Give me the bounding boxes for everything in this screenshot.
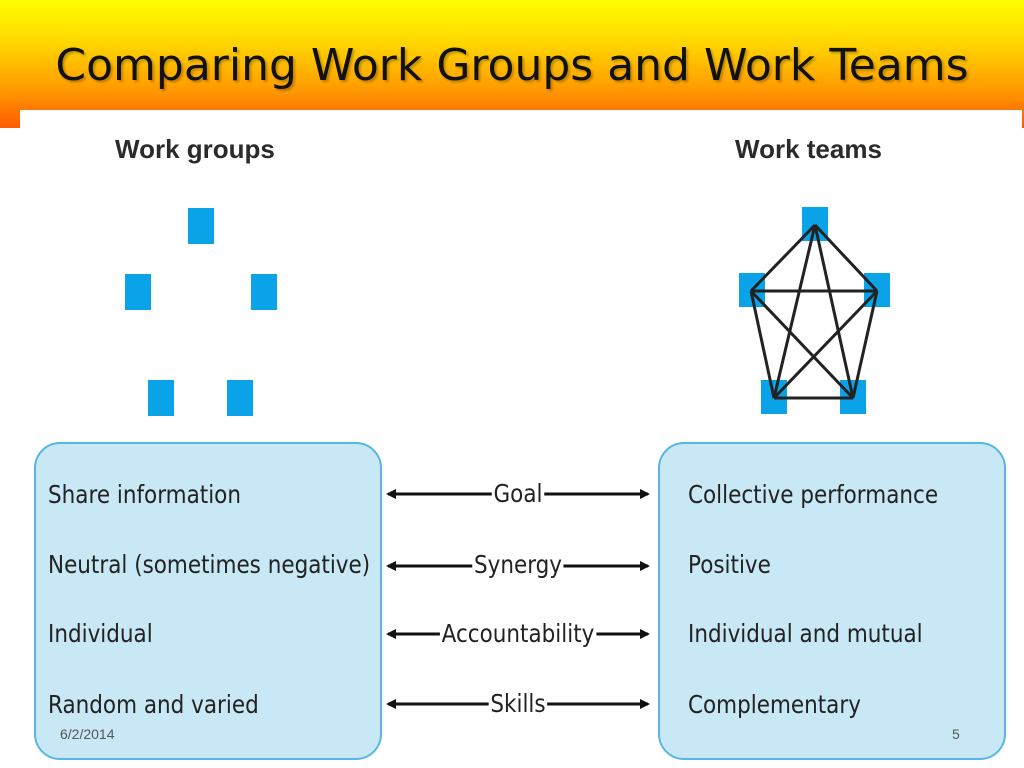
work-groups-characteristics-box	[34, 442, 382, 760]
slide-page-number: 5	[952, 726, 960, 742]
group-member-node	[227, 380, 253, 416]
work-teams-skills: Complementary	[688, 690, 861, 719]
slide-date: 6/2/2014	[60, 726, 115, 742]
dimension-label-accountability: Accountability	[439, 619, 597, 648]
work-teams-characteristics-box	[658, 442, 1006, 760]
group-member-node	[125, 274, 151, 310]
work-groups-goal: Share information	[48, 480, 241, 509]
work-teams-synergy: Positive	[688, 550, 771, 579]
comparison-arrows	[386, 489, 650, 709]
team-connection-lines	[749, 223, 879, 400]
group-member-node	[148, 380, 174, 416]
slide-header: Comparing Work Groups and Work Teams	[0, 0, 1024, 128]
work-groups-heading: Work groups	[115, 134, 275, 164]
work-groups-skills: Random and varied	[48, 690, 259, 719]
dimension-label-skills: Skills	[488, 689, 548, 718]
work-groups-accountability: Individual	[48, 619, 153, 648]
work-teams-goal: Collective performance	[688, 480, 939, 509]
slide-title: Comparing Work Groups and Work Teams	[55, 40, 969, 91]
group-member-node	[188, 208, 214, 244]
work-teams-accountability: Individual and mutual	[688, 619, 923, 648]
dimension-label-synergy: Synergy	[472, 550, 564, 579]
work-groups-synergy: Neutral (sometimes negative)	[48, 550, 371, 579]
dimension-label-goal: Goal	[491, 479, 545, 508]
group-member-node	[251, 274, 277, 310]
work-teams-heading: Work teams	[735, 134, 882, 164]
